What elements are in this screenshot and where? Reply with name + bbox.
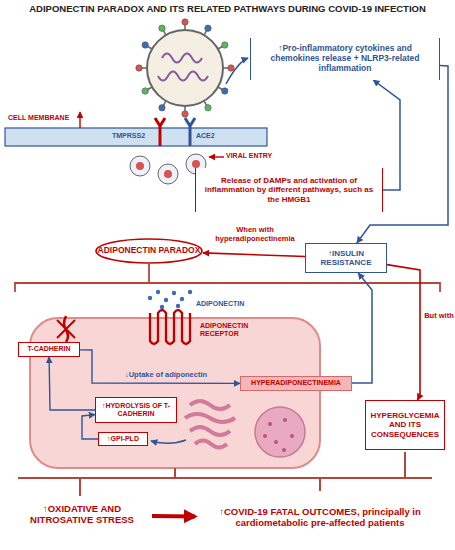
process-label: VIRAL ENTRY [226,152,286,160]
ace2-receptor [185,118,195,146]
node-text: HYPERGLYCEMIA AND ITS CONSEQUENCES [369,411,441,439]
connector-arrow [80,350,240,384]
endosome [130,156,150,176]
node-text: ↑COVID-19 FATAL OUTCOMES, principally in… [195,507,445,529]
connector-arrow [352,273,372,383]
receptor-name: ACE2 [196,132,226,140]
endosome [158,164,178,184]
damps-box: Release of DAMPs and activation of infla… [195,168,383,212]
virus-spikes [139,22,231,114]
inflammation-box: ↑Pro-inflammatory cytokines and chemokin… [250,38,440,80]
connector-arrow [152,514,195,519]
gpi-pld-box: ↑GPI-PLD [98,432,148,446]
node-text: HYPERADIPONECTINEMIA [251,379,341,387]
stress-text-box: ↑OXIDATIVE AND NITROSATIVE STRESS [12,500,152,530]
molecule-label: ADIPONECTIN [196,300,256,308]
receptor-name: TMPRSS2 [112,132,156,140]
adipocyte-cell [30,318,320,468]
hyperadiponectinemia-box: HYPERADIPONECTINEMIA [240,376,352,391]
virion [164,170,172,178]
receptor-label: ADIPONECTIN RECEPTOR [200,322,282,338]
t-cadherin-symbol [64,316,68,342]
t-cadherin-box: T-CADHERIN [18,342,80,357]
virus-envelope [147,30,223,106]
cell-membrane-bar [5,128,267,146]
node-text: ↑Pro-inflammatory cytokines and chemokin… [256,44,434,73]
viral-rna [158,54,208,81]
hyperglycemia-box: HYPERGLYCEMIA AND ITS CONSEQUENCES [365,400,445,450]
node-text: ↑GPI-PLD [107,435,139,443]
diagram-title: ADIPONECTIN PARADOX AND ITS RELATED PATH… [0,3,455,14]
edge-label: When with hyperadiponectinemia [208,226,302,243]
virion [192,160,200,168]
hydrolysis-box: ↑HYDROLYSIS OF T-CADHERIN [95,397,177,423]
connector-arrow [203,253,305,257]
tmprss2-receptor [155,118,165,146]
adiponectin-molecules [148,290,192,309]
virion [136,162,144,170]
edge-label: But with [424,312,454,321]
membrane-label: CELL MEMBRANE [8,114,78,122]
node-text: ↑INSULIN RESISTANCE [306,249,386,267]
outcome-text-box: ↑COVID-19 FATAL OUTCOMES, principally in… [195,493,445,543]
virus-knobs [136,19,234,117]
connector-arrow [387,265,420,400]
connector-arrow [357,66,448,244]
node-text: T-CADHERIN [27,345,70,353]
virus-to-inflammation-arrow [226,58,248,84]
insulin-resistance-box: ↑INSULIN RESISTANCE [305,243,387,273]
node-text: ↑HYDROLYSIS OF T-CADHERIN [98,402,174,418]
node-text: ↑OXIDATIVE AND NITROSATIVE STRESS [12,504,152,526]
connector-arrow [49,357,95,410]
bracket [18,452,432,496]
edge-label: ↓Uptake of adiponectin [96,371,236,380]
paradox-oval: ADIPONECTIN PARADOX [95,238,203,264]
viral-entry-arrow [209,156,224,157]
endoplasmic-reticulum [185,401,235,448]
node-text: Release of DAMPs and activation of infla… [201,176,377,204]
cross-mark [57,320,75,338]
chromatin [263,418,294,452]
nucleus [255,407,305,457]
er-to-enzyme-arrow [151,440,186,443]
node-text: ADIPONECTIN PARADOX [98,246,201,256]
membrane-arrow [79,112,80,128]
adiponectin-receptor-symbol [150,310,190,344]
oval-shape [96,239,202,263]
